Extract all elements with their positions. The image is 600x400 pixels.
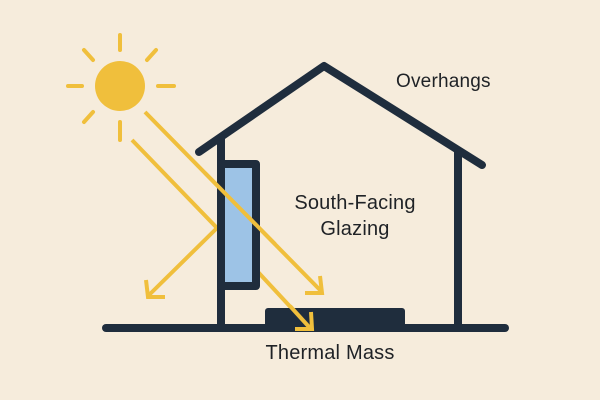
sun-icon <box>66 33 176 142</box>
south-facing-glazing-label: South-Facing Glazing <box>276 190 434 242</box>
overhangs-label: Overhangs <box>396 71 491 92</box>
sun-ray-reflected <box>130 138 220 298</box>
window-glazing <box>217 160 260 290</box>
thermal-mass-label: Thermal Mass <box>265 342 395 364</box>
glazing-label-line2: Glazing <box>320 218 390 240</box>
glazing-label-line1: South-Facing <box>294 192 416 214</box>
